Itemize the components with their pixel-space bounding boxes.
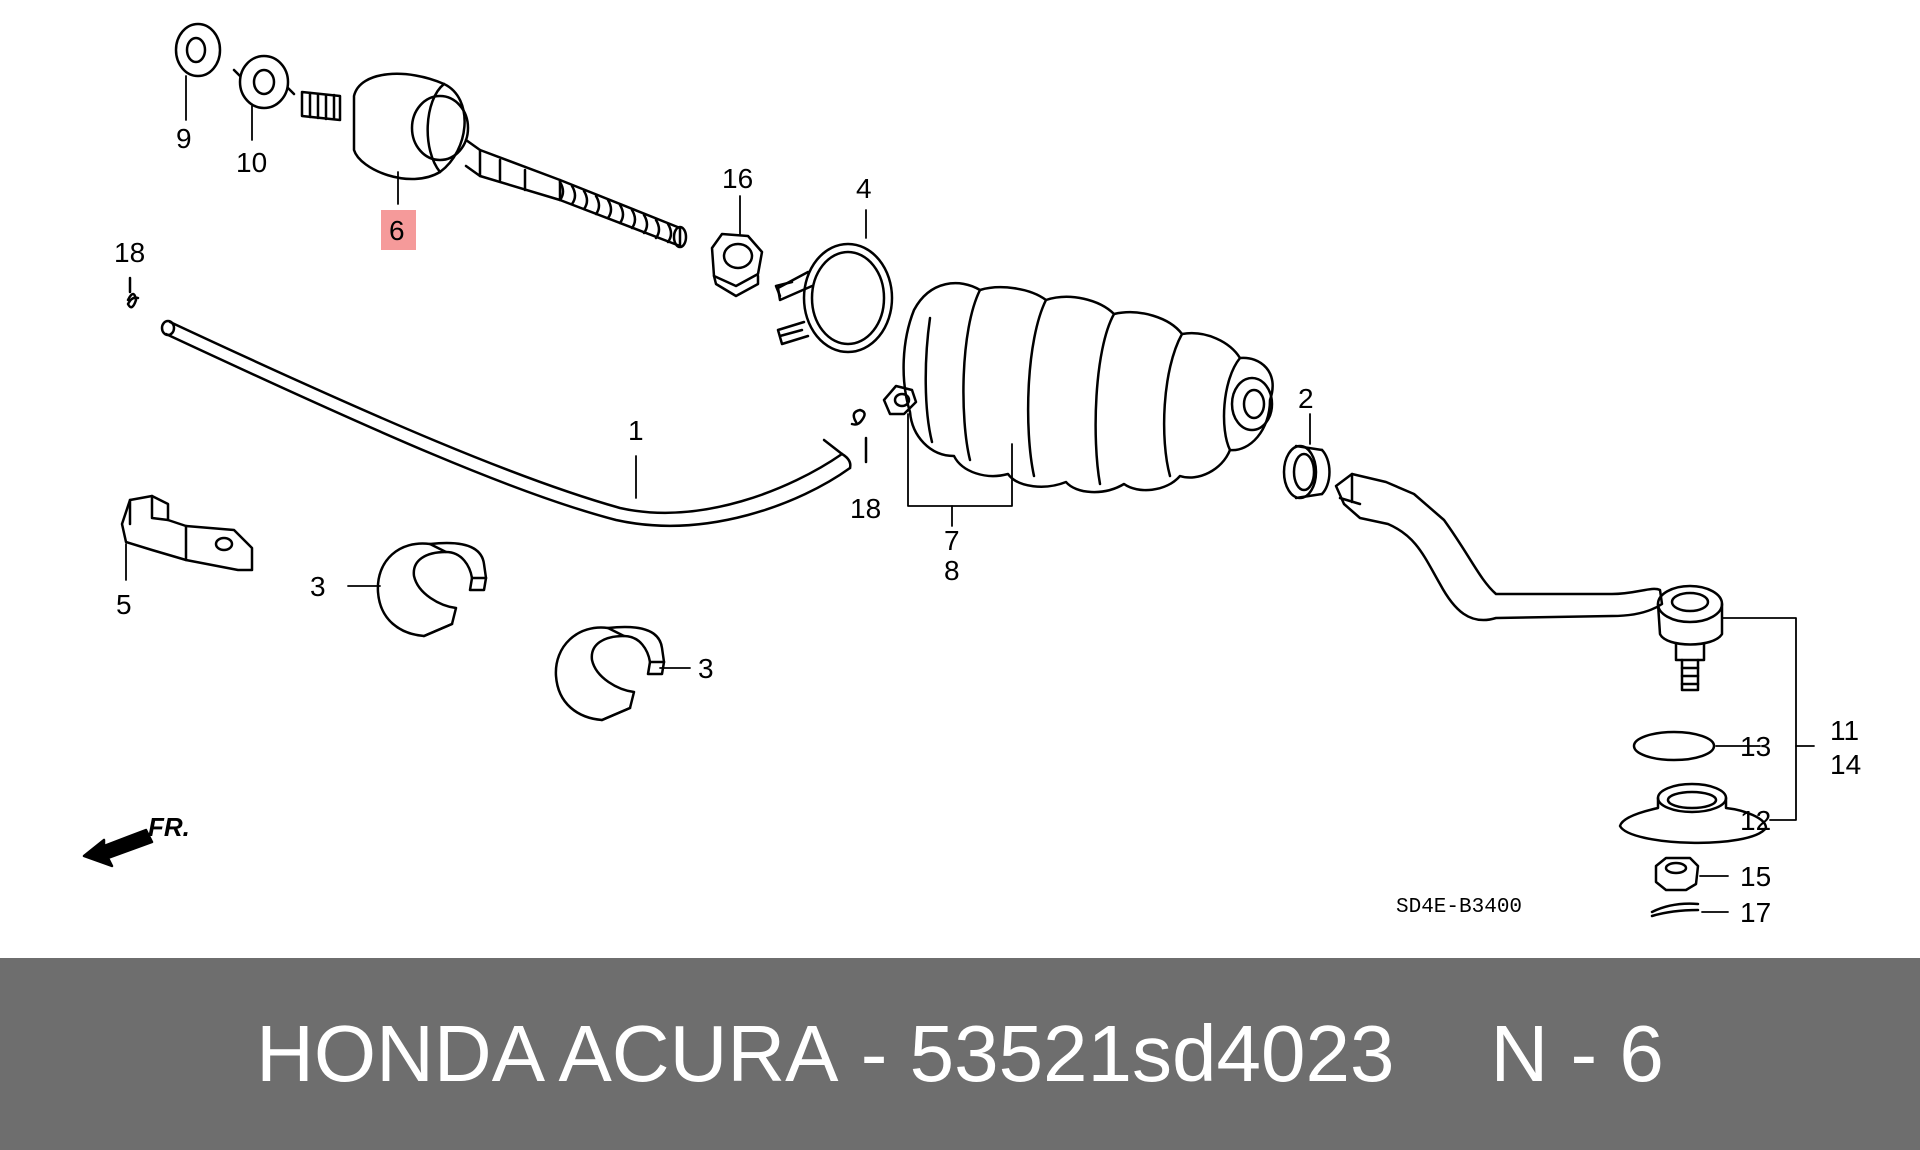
- callout-18-bottom: 18: [850, 493, 881, 524]
- dust-seal-part-12: [1618, 782, 1768, 844]
- clamp-part-3a: [376, 541, 488, 638]
- tie-rod-end-part-11: [1334, 472, 1724, 692]
- callout-10: 10: [236, 147, 267, 178]
- callout-11: 11: [1830, 715, 1859, 746]
- callout-1: 1: [628, 415, 644, 446]
- position-label: N - 6: [1490, 1009, 1664, 1098]
- clip-part-18-bottom: [850, 408, 868, 464]
- caption-separator: -: [838, 1009, 910, 1098]
- callout-3b: 3: [698, 653, 714, 684]
- front-direction-arrow-icon: [82, 828, 154, 868]
- callout-9: 9: [176, 123, 192, 154]
- bracket-part-5: [120, 494, 254, 572]
- nut-part-16: [710, 232, 764, 298]
- callout-6: 6: [389, 215, 405, 246]
- band-clamp-part-4: [774, 242, 894, 354]
- tube-part-1: [160, 319, 852, 527]
- circlip-part-13: [1632, 730, 1716, 762]
- washer-part-9: [174, 22, 222, 78]
- callout-16: 16: [722, 163, 753, 194]
- part-number: 53521sd4023: [909, 1009, 1395, 1098]
- callout-3a: 3: [310, 571, 326, 602]
- callout-7: 7: [944, 525, 960, 556]
- callout-2: 2: [1298, 383, 1314, 414]
- callout-8: 8: [944, 555, 960, 586]
- callout-13: 13: [1740, 731, 1771, 762]
- front-direction-label: FR.: [148, 812, 190, 842]
- callout-12: 12: [1740, 805, 1771, 836]
- clamp-ring-part-2: [1282, 444, 1331, 500]
- callout-18-top: 18: [114, 237, 145, 268]
- brand-label: HONDA ACURA: [256, 1009, 839, 1098]
- callout-15: 15: [1740, 861, 1771, 892]
- leader-lines: [125, 75, 1815, 913]
- callout-4: 4: [856, 173, 872, 204]
- tie-rod-part-6: [300, 72, 688, 249]
- callout-17: 17: [1740, 897, 1771, 928]
- parts-diagram: 9 10 6 16 4 18 1 18 7 8 2 3 3 5 11 14 13…: [82, 22, 1861, 928]
- callout-14: 14: [1830, 749, 1861, 780]
- highlight-box-part-6: [381, 210, 416, 250]
- rack-boot-part-8: [902, 281, 1274, 494]
- callout-5: 5: [116, 589, 132, 620]
- clamp-part-3b: [554, 625, 666, 722]
- castle-nut-part-15: [1654, 856, 1700, 892]
- drawing-code: SD4E-B3400: [1396, 896, 1522, 919]
- part-caption-bar: HONDA ACURA - 53521sd4023 N - 6: [0, 958, 1920, 1150]
- vent-part-7: [882, 384, 918, 416]
- cotter-pin-part-17: [1650, 902, 1700, 918]
- clip-part-18-top: [126, 276, 140, 309]
- lock-washer-part-10: [232, 54, 296, 110]
